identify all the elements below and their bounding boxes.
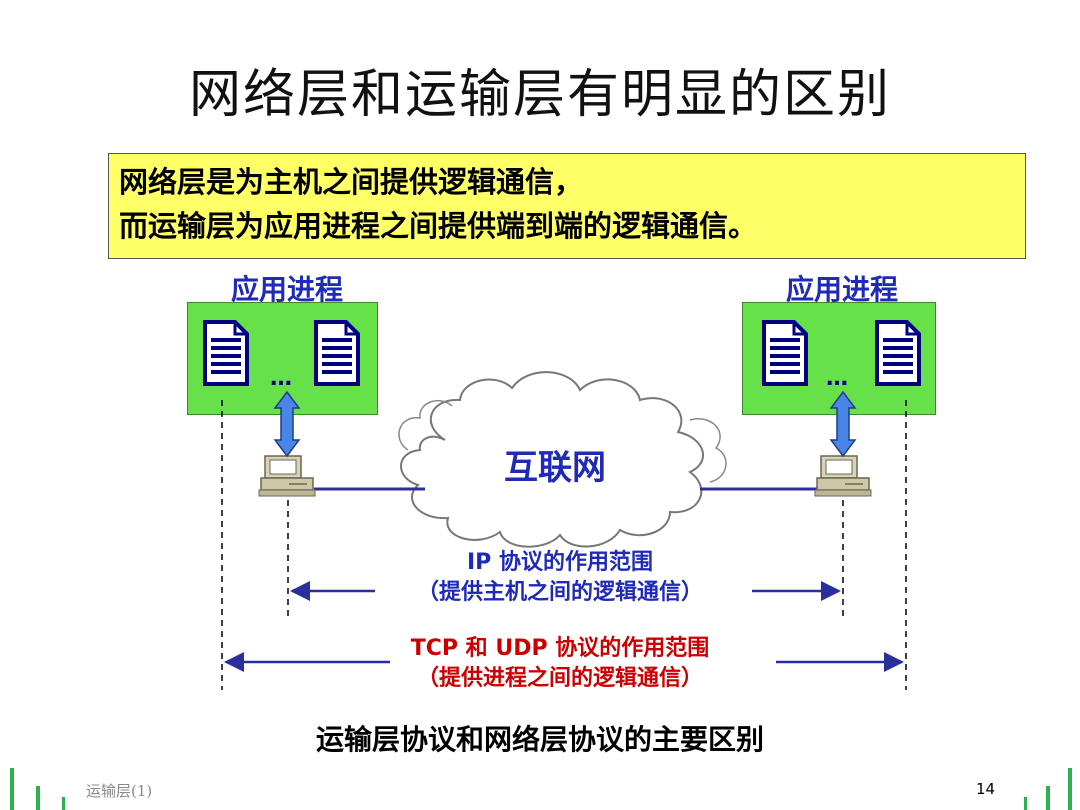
- slide-title: 网络层和运输层有明显的区别: [188, 65, 891, 125]
- highlight-line-1: 网络层是为主机之间提供逻辑通信，: [119, 165, 584, 199]
- footer-decoration: [10, 768, 1072, 810]
- highlight-line-2: 而运输层为应用进程之间提供端到端的逻辑通信。: [119, 209, 758, 243]
- ip-scope-line-2: （提供主机之间的逻辑通信）: [416, 580, 703, 605]
- internet-cloud: [398, 371, 727, 548]
- right-document-icon-2: [875, 320, 921, 386]
- right-document-icon-1: [762, 320, 808, 386]
- internet-label: 互联网: [504, 448, 606, 488]
- ip-scope-line-1: IP 协议的作用范围: [467, 550, 653, 575]
- left-process-label: 应用进程: [230, 273, 343, 306]
- right-process-label: 应用进程: [785, 273, 898, 306]
- right-host-icon: [814, 455, 872, 497]
- left-host-icon: [258, 455, 316, 497]
- tcp-scope-line-2: （提供进程之间的逻辑通信）: [416, 666, 703, 691]
- highlight-box: 网络层是为主机之间提供逻辑通信， 而运输层为应用进程之间提供端到端的逻辑通信。: [108, 153, 1026, 259]
- footer-section-label: 运输层(1): [86, 782, 153, 800]
- tcp-scope-line-1: TCP 和 UDP 协议的作用范围: [410, 636, 710, 661]
- right-ellipsis: …: [826, 366, 848, 391]
- left-document-icon-2: [314, 320, 360, 386]
- tcp-udp-scope-text: TCP 和 UDP 协议的作用范围 （提供进程之间的逻辑通信）: [360, 634, 760, 694]
- left-updown-arrow: [273, 390, 301, 458]
- left-document-icon-1: [203, 320, 249, 386]
- diagram-caption: 运输层协议和网络层协议的主要区别: [315, 723, 764, 756]
- left-ellipsis: …: [270, 366, 292, 391]
- ip-scope-text: IP 协议的作用范围 （提供主机之间的逻辑通信）: [360, 548, 760, 608]
- page-number: 14: [976, 780, 996, 798]
- right-updown-arrow: [829, 390, 857, 458]
